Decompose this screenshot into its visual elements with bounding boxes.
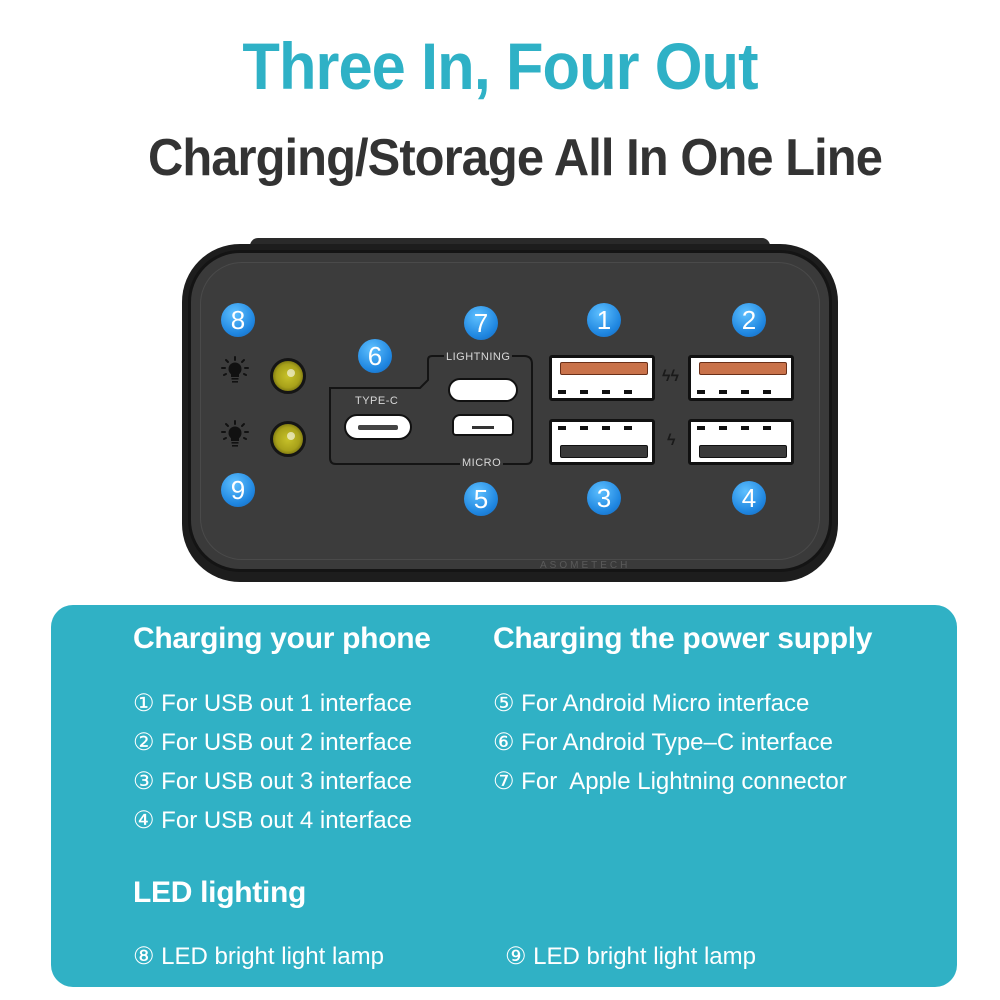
badge-9: 9 <box>221 473 255 507</box>
heading-charging-phone: Charging your phone <box>133 622 431 655</box>
type-c-port <box>344 414 412 440</box>
list-item: ⑦ For Apple Lightning connector <box>493 768 847 795</box>
type-c-label: TYPE-C <box>355 395 399 407</box>
micro-label: MICRO <box>460 457 504 469</box>
micro-usb-port <box>452 414 514 436</box>
info-panel <box>51 605 957 987</box>
usb-tongue <box>699 445 787 458</box>
page-title: Three In, Four Out <box>242 29 758 103</box>
badge-7: 7 <box>464 306 498 340</box>
list-item: ⑤ For Android Micro interface <box>493 690 810 717</box>
badge-8: 8 <box>221 303 255 337</box>
led-lamp-bottom <box>270 421 306 457</box>
lightbulb-icon <box>221 420 249 447</box>
lightning-label: LIGHTNING <box>444 351 513 363</box>
badge-5: 5 <box>464 482 498 516</box>
brand-watermark: ASOMETECH <box>540 560 631 571</box>
fast-charge-bolt-icon: ϟϟ <box>662 368 679 385</box>
heading-led-lighting: LED lighting <box>133 876 307 909</box>
charge-bolt-icon: ϟ <box>667 432 676 449</box>
usb-port-4 <box>688 419 794 465</box>
usb-port-1 <box>549 355 655 401</box>
badge-1: 1 <box>587 303 621 337</box>
usb-contacts <box>558 390 646 394</box>
list-item: ③ For USB out 3 interface <box>133 768 412 795</box>
badge-3: 3 <box>587 481 621 515</box>
list-item: ⑧ LED bright light lamp <box>133 943 384 970</box>
list-item: ④ For USB out 4 interface <box>133 807 412 834</box>
list-item: ⑨ LED bright light lamp <box>505 943 756 970</box>
badge-4: 4 <box>732 481 766 515</box>
led-lamp-top <box>270 358 306 394</box>
usb-port-3 <box>549 419 655 465</box>
usb-contacts <box>558 426 646 430</box>
lightning-port <box>448 378 518 402</box>
usb-port-2 <box>688 355 794 401</box>
device-face <box>200 262 820 560</box>
usb-contacts <box>697 426 785 430</box>
list-item: ⑥ For Android Type–C interface <box>493 729 833 756</box>
lightbulb-icon <box>221 356 249 383</box>
page-subtitle: Charging/Storage All In One Line <box>148 129 883 187</box>
heading-charging-supply: Charging the power supply <box>493 622 873 655</box>
usb-tongue <box>699 362 787 375</box>
input-ports-frame <box>329 355 533 465</box>
list-item: ① For USB out 1 interface <box>133 690 412 717</box>
list-item: ② For USB out 2 interface <box>133 729 412 756</box>
usb-contacts <box>697 390 785 394</box>
badge-6: 6 <box>358 339 392 373</box>
usb-tongue <box>560 445 648 458</box>
usb-tongue <box>560 362 648 375</box>
badge-2: 2 <box>732 303 766 337</box>
